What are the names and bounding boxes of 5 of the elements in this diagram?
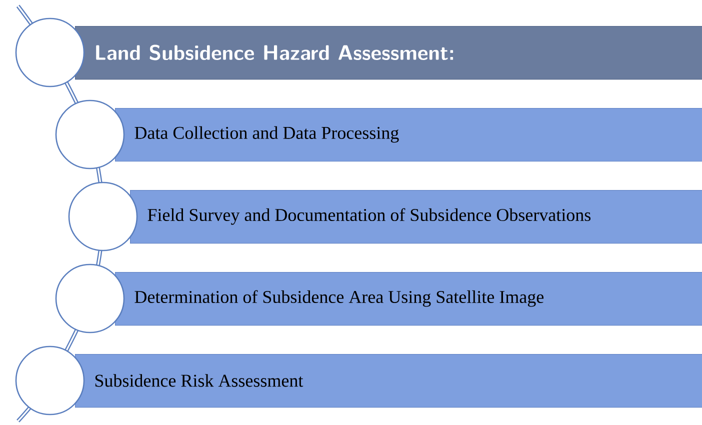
step-bar: Data Collection and Data Processing <box>55 100 702 170</box>
step-bar: Field Survey and Documentation of Subsidence Observations <box>68 182 702 252</box>
step-bar: Determination of Subsidence Area Using Satellite Image <box>55 264 702 334</box>
step-bar: Subsidence Risk Assessment <box>15 346 702 416</box>
step-bar: Land Subsidence Hazard Assessment: <box>15 18 702 88</box>
